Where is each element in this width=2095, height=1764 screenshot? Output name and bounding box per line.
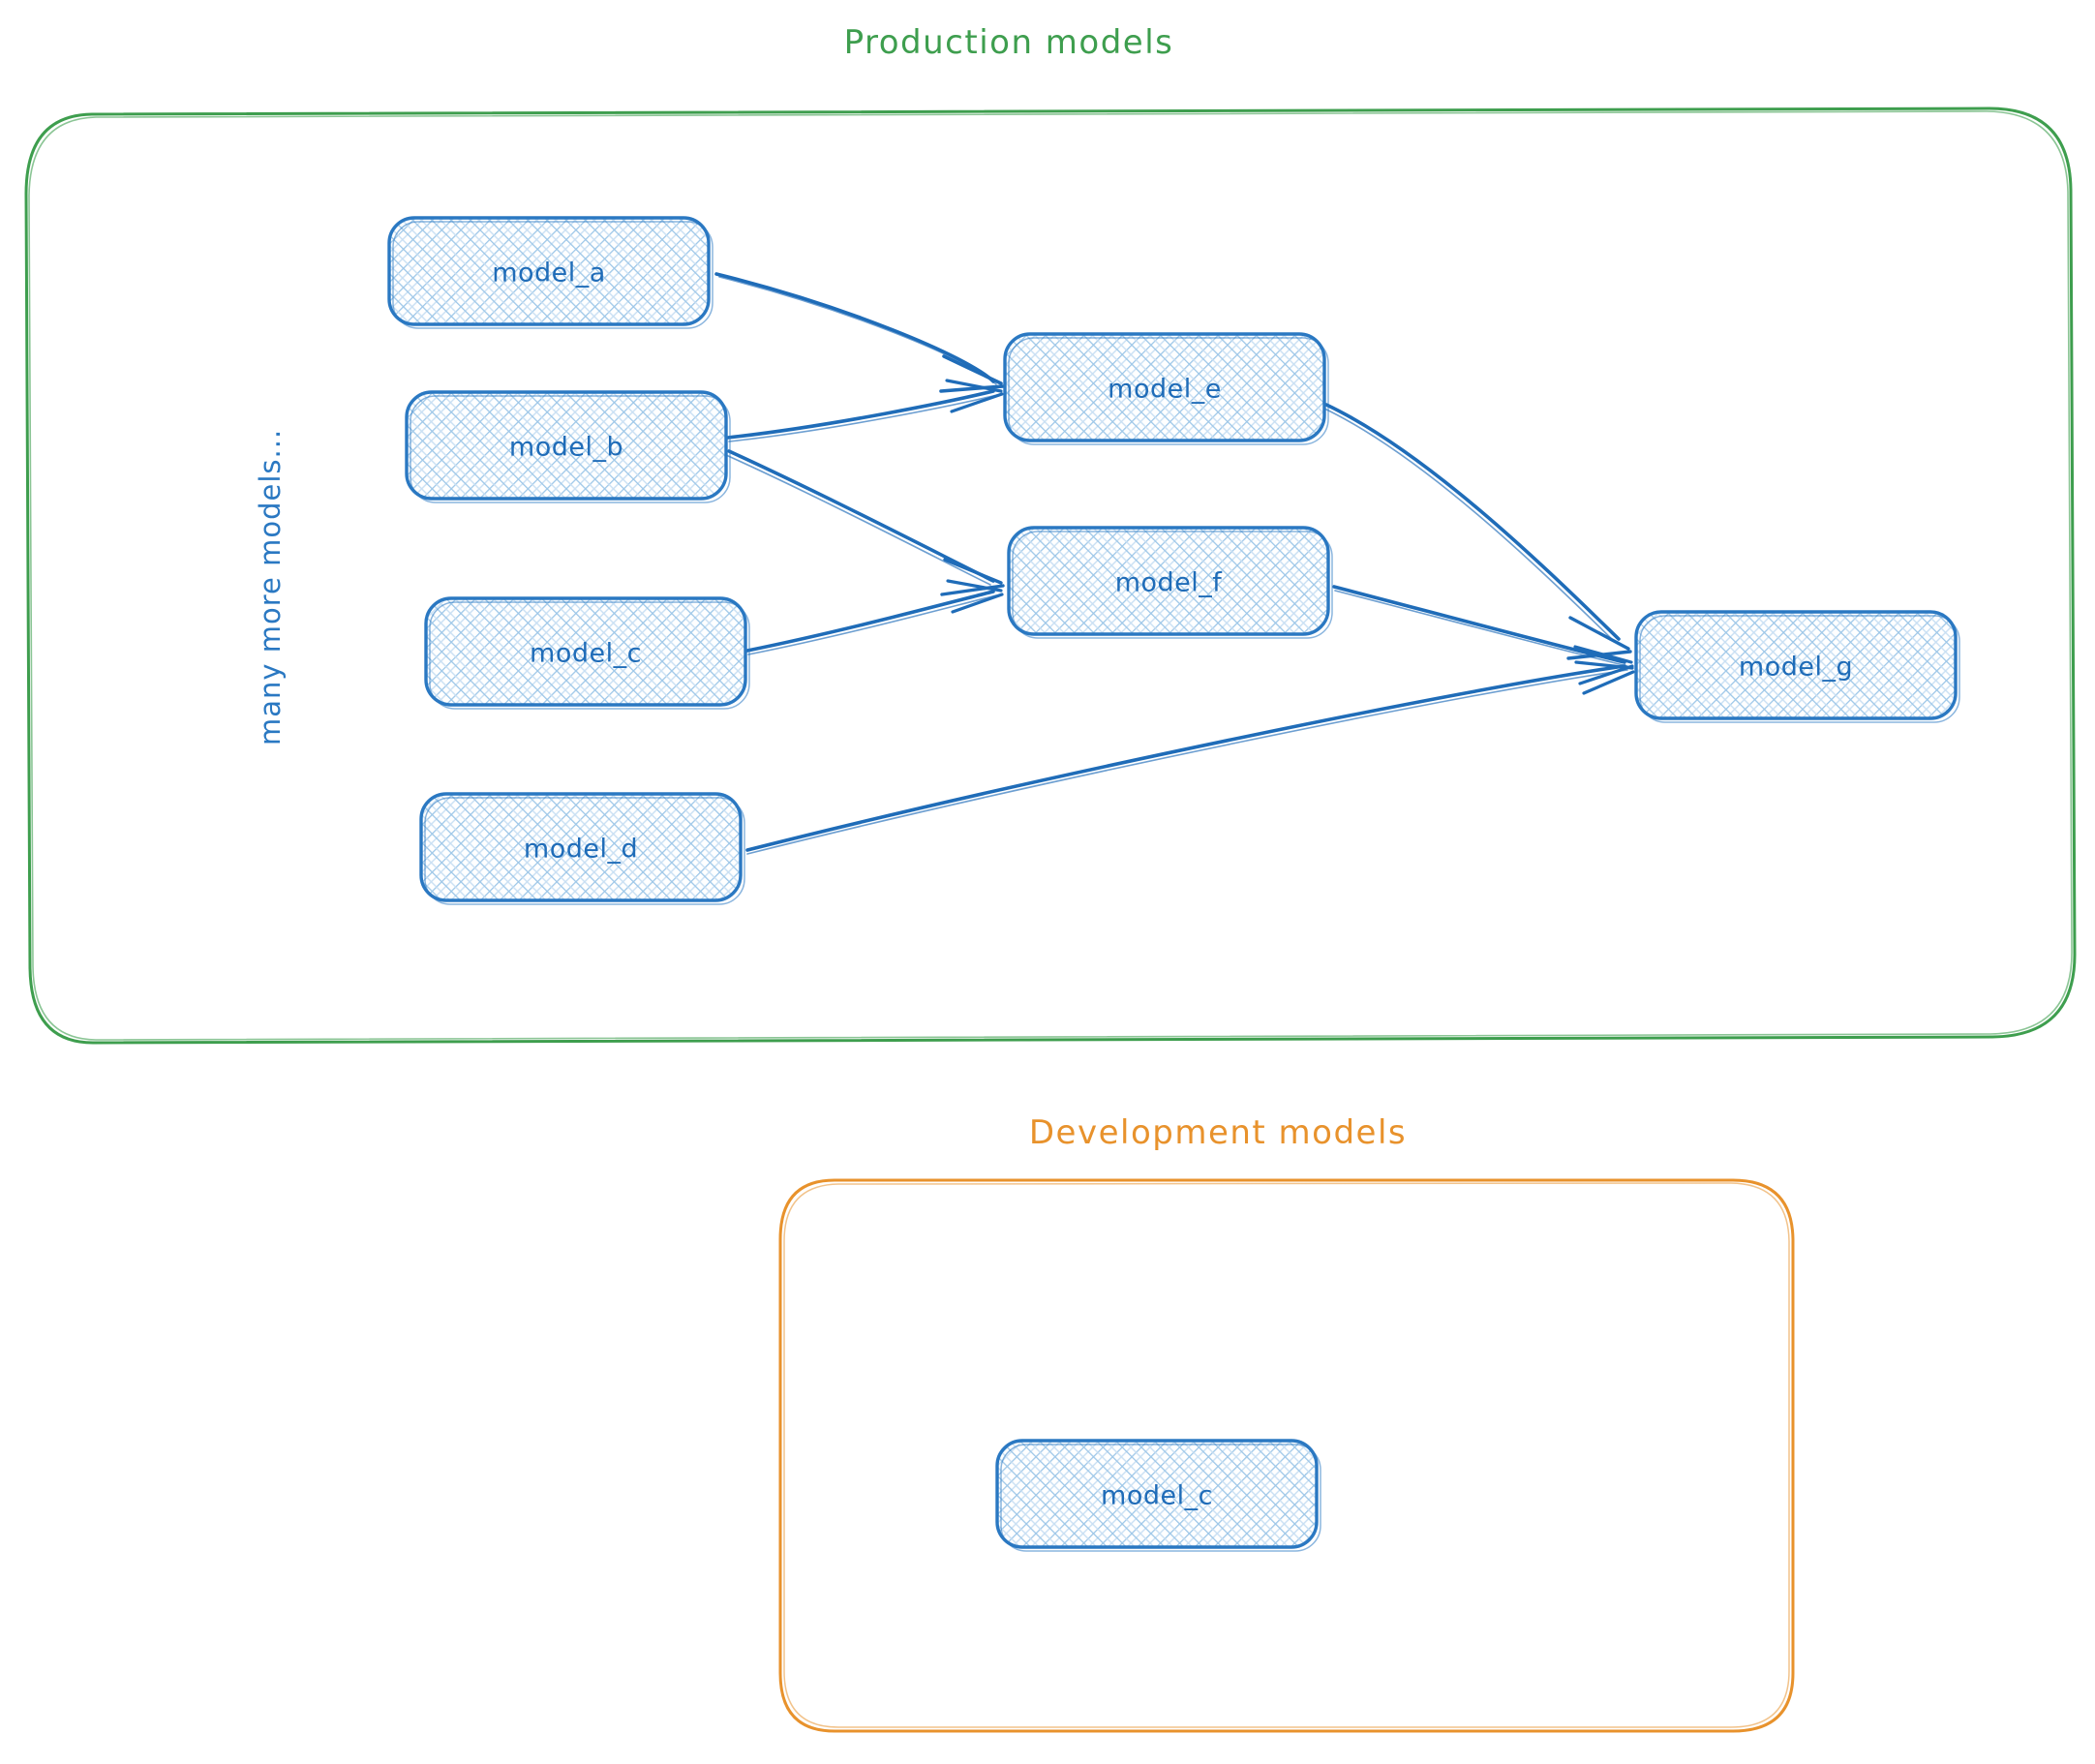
node-label-model-b: model_b [508,432,624,463]
node-label-model-g: model_g [1738,652,1854,683]
node-label-model-e: model_e [1108,374,1222,405]
node-label-model-c-production: model_c [530,638,642,669]
development-group-container [778,1178,1795,1733]
node-model-d[interactable] [419,792,745,905]
node-label-model-a: model_a [492,258,606,289]
nodes-layer [387,216,1960,1552]
node-model-e[interactable] [1003,332,1329,445]
node-label-model-d: model_d [523,834,639,865]
node-model-g[interactable] [1634,610,1960,723]
production-group-title: Production models [843,23,1174,62]
edge-model-b-to-model-f [725,449,1005,596]
edge-model-a-to-model-e [714,272,1005,393]
production-group-container [24,106,2077,1045]
many-more-models-annotation: many more models... [254,428,287,745]
edge-model-f-to-model-g [1332,585,1634,685]
node-label-model-f: model_f [1114,567,1223,598]
edge-model-b-to-model-e [726,379,1004,442]
development-group-title: Development models [1028,1113,1408,1152]
node-model-f[interactable] [1007,526,1333,639]
edge-model-d-to-model-g [745,660,1635,855]
node-model-c-production[interactable] [424,596,750,710]
edges-layer [714,272,1635,855]
edge-model-e-to-model-g [1321,403,1632,660]
node-model-b[interactable] [405,390,731,503]
edge-model-c-to-model-f [745,579,1004,655]
node-model-a[interactable] [387,216,714,329]
node-model-c-development[interactable] [995,1439,1321,1552]
node-label-model-c-development: model_c [1101,1480,1213,1511]
